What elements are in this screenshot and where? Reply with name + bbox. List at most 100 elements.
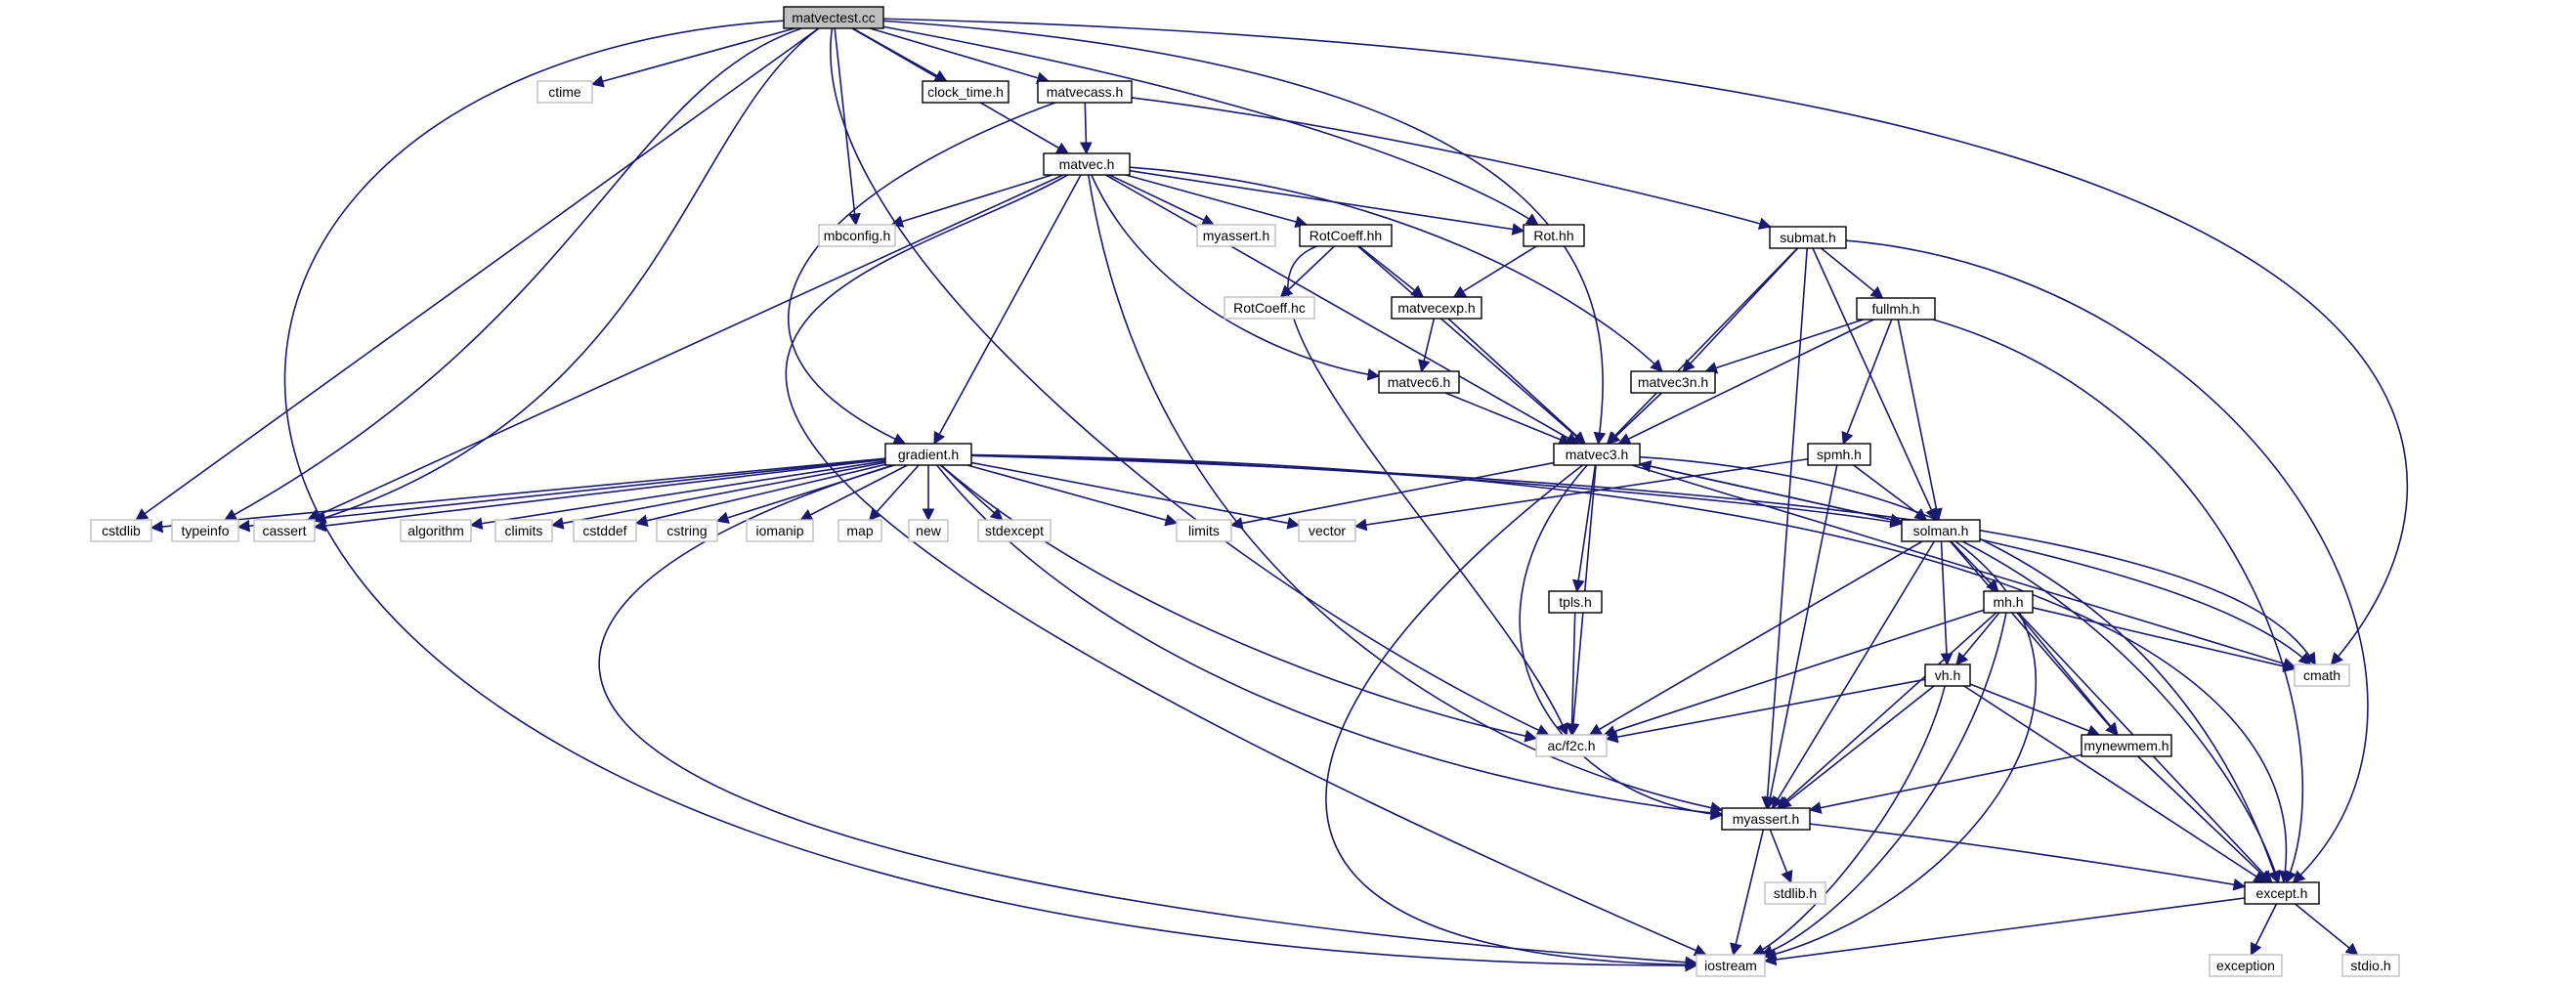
node-matvecass-h[interactable]: matvecass.h — [1037, 80, 1133, 104]
edge-mynewmem-h-to-except-h — [2137, 755, 2272, 883]
node-mh-h[interactable]: mh.h — [1983, 590, 2034, 614]
node-box — [1196, 224, 1276, 247]
node-vector: vector — [1298, 519, 1356, 542]
node-matvecexp-h[interactable]: matvecexp.h — [1391, 296, 1482, 320]
edge-spmh-h-to-solman-h — [1853, 464, 1928, 521]
node-box — [2209, 954, 2283, 977]
node-box — [1769, 226, 1847, 249]
node-vh-h[interactable]: vh.h — [1924, 664, 1971, 687]
edge-matvectest-cc-to-matvec3-h — [882, 20, 1607, 446]
node-box — [400, 519, 472, 542]
node-box — [171, 519, 239, 542]
edge-mynewmem-h-to-myassert-h — [1808, 753, 2082, 814]
node-cstdlib: cstdlib — [90, 519, 152, 542]
edge-except-h-to-exception — [2250, 903, 2278, 957]
node-label: stdexcept — [985, 523, 1044, 538]
node-label: matvec6.h — [1388, 374, 1451, 390]
node-except-h[interactable]: except.h — [2244, 881, 2320, 905]
node-box — [1535, 734, 1608, 757]
node-algorithm: algorithm — [400, 519, 472, 542]
node-tpls-h[interactable]: tpls.h — [1548, 590, 1603, 614]
node-mynewmem-h[interactable]: mynewmem.h — [2081, 734, 2172, 757]
edge-matvec-h-to-RotCoeff-hh — [1125, 174, 1309, 229]
node-label: new — [916, 523, 942, 538]
node-spmh-h[interactable]: spmh.h — [1807, 443, 1871, 466]
edge-matvec-h-to-Rot-hh — [1129, 169, 1525, 236]
node-matvec3-h[interactable]: matvec3.h — [1553, 443, 1641, 466]
edge-matvec3-h-to-myassert-h — [1519, 464, 1724, 821]
node-box — [1037, 80, 1133, 104]
node-fullmh-h[interactable]: fullmh.h — [1856, 297, 1936, 321]
edge-solman-h-to-mynewmem-h — [1949, 540, 2119, 736]
edge-matvectest-cc-to-ctime — [590, 27, 795, 88]
node-box — [908, 519, 949, 542]
node-submat-h[interactable]: submat.h — [1769, 226, 1847, 249]
edge-matvec-h-to-mbconfig-h — [890, 174, 1052, 228]
edge-mh-h-to-iostream — [1760, 612, 2007, 958]
node-RotCoeff-hh[interactable]: RotCoeff.hh — [1299, 224, 1393, 247]
node-myassert-h[interactable]: myassert.h — [1721, 807, 1811, 831]
edge-matvec3-h-to-cmath — [1631, 464, 2297, 670]
node-label: vh.h — [1935, 667, 1960, 683]
edge-gradient-h-to-cmath — [970, 454, 2316, 666]
node-label: iomanip — [755, 523, 803, 538]
node-Rot-hh[interactable]: Rot.hh — [1523, 224, 1585, 247]
node-label: myassert.h — [1203, 228, 1269, 243]
node-solman-h[interactable]: solman.h — [1901, 519, 1981, 542]
edge-RotCoeff-hh-to-RotCoeff-hc — [1279, 245, 1335, 298]
node-iostream: iostream — [1696, 954, 1766, 977]
node-box — [1901, 519, 1981, 542]
edge-matvec-h-to-matvec6-h — [1091, 174, 1381, 381]
node-box — [1856, 297, 1936, 321]
node-label: stdio.h — [2350, 958, 2390, 973]
edge-solman-h-to-myassert-h — [1771, 540, 1936, 810]
node-matvec6-h[interactable]: matvec6.h — [1378, 370, 1460, 394]
node-stdlib-h: stdlib.h — [1764, 881, 1826, 905]
edge-solman-h-to-matvec3-h — [1638, 459, 1903, 523]
node-box — [1721, 807, 1811, 831]
node-box — [746, 519, 814, 542]
edge-gradient-h-to-cassert — [313, 458, 886, 533]
node-label: gradient.h — [898, 447, 959, 462]
node-label: ctime — [548, 84, 581, 100]
node-clock-time-h[interactable]: clock_time.h — [922, 80, 1009, 104]
node-label: ac/f2c.h — [1547, 738, 1595, 753]
edge-gradient-h-to-except-h — [970, 453, 2292, 884]
node-label: exception — [2216, 958, 2275, 973]
node-myassert-h-sys: myassert.h — [1196, 224, 1276, 247]
node-stdio-h: stdio.h — [2341, 954, 2400, 977]
edge-vh-h-to-mynewmem-h — [1969, 683, 2101, 737]
edge-RotCoeff-hh-to-ac-f2c-h — [1287, 245, 1568, 737]
node-box — [783, 6, 884, 29]
node-box — [1378, 370, 1460, 394]
node-matvectest-cc[interactable]: matvectest.cc — [783, 6, 884, 29]
edge-spmh-h-to-myassert-h — [1764, 464, 1838, 810]
node-matvec3n-h[interactable]: matvec3n.h — [1630, 370, 1716, 394]
node-label: fullmh.h — [1871, 301, 1919, 317]
node-label: tpls.h — [1559, 594, 1591, 610]
node-cstring: cstring — [656, 519, 718, 542]
edge-Rot-hh-to-matvecexp-h — [1452, 245, 1537, 298]
edge-matvectest-cc-to-typeinfo — [224, 27, 802, 521]
node-map: map — [837, 519, 882, 542]
node-label: matvec3.h — [1566, 447, 1629, 462]
edge-matvecexp-h-to-matvec3-h — [1447, 318, 1586, 445]
edge-matvec3-h-to-limits — [1229, 461, 1555, 530]
edge-vh-h-to-except-h — [1963, 685, 2267, 883]
edge-RotCoeff-hh-to-matvecexp-h — [1358, 245, 1425, 298]
edge-gradient-h-to-map — [869, 464, 920, 521]
node-label: RotCoeff.hh — [1309, 228, 1382, 243]
edge-matvectest-cc-to-cassert — [313, 27, 820, 524]
edge-submat-h-to-myassert-h — [1761, 247, 1809, 810]
node-box — [837, 519, 882, 542]
edge-solman-h-to-ac-f2c-h — [1588, 540, 1923, 736]
node-label: matvec3n.h — [1638, 374, 1708, 390]
node-climits: climits — [494, 519, 553, 542]
node-gradient-h[interactable]: gradient.h — [884, 443, 972, 466]
node-box — [1983, 590, 2034, 614]
edge-submat-h-to-except-h — [1845, 239, 2369, 883]
node-matvec-h[interactable]: matvec.h — [1043, 152, 1131, 176]
edge-RotCoeff-hh-to-matvec3-h — [1357, 245, 1586, 445]
edge-gradient-h-to-iomanip — [799, 464, 908, 521]
